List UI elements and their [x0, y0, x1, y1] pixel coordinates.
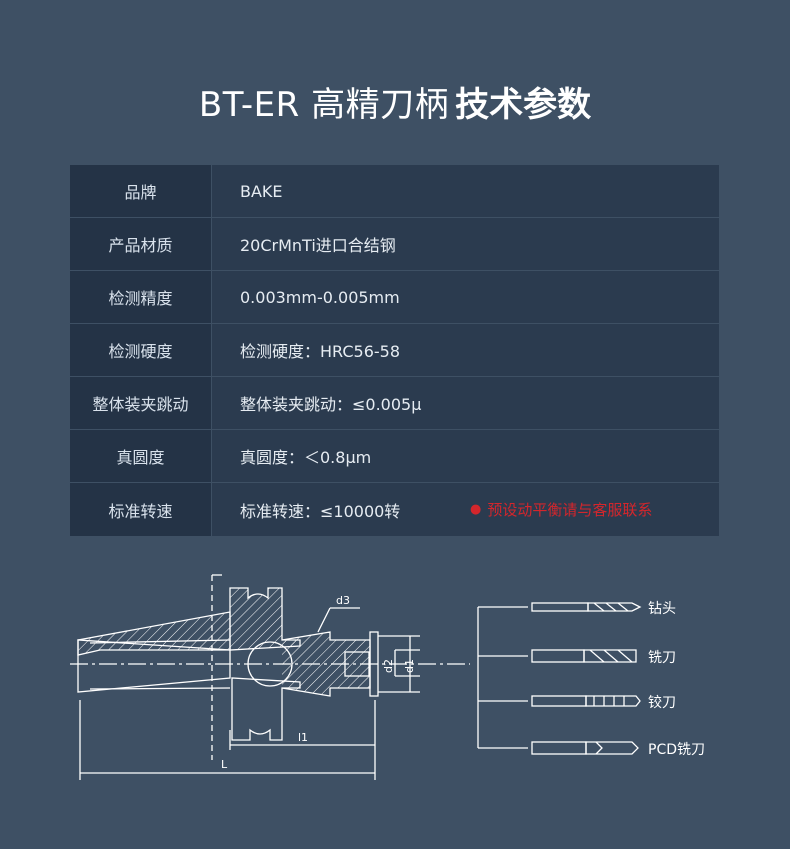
spec-label: 产品材质 — [70, 218, 212, 270]
dim-d1: d1 — [403, 659, 416, 673]
spec-value: 真圆度：＜0.8µm — [212, 430, 719, 482]
title-product: BT-ER 高精刀柄 — [198, 85, 450, 125]
bullet-icon: ● — [470, 502, 482, 517]
taper-hatch — [77, 611, 231, 656]
tool-label-reamer: 铰刀 — [648, 695, 676, 711]
dim-l1: l1 — [298, 731, 308, 744]
spec-value: 0.003mm-0.005mm — [212, 271, 719, 323]
spec-label: 品牌 — [70, 165, 212, 217]
spec-value: 整体装夹跳动：≤0.005µ — [212, 377, 719, 429]
spec-label: 整体装夹跳动 — [70, 377, 212, 429]
tool-label-pcd-mill: PCD铣刀 — [648, 742, 705, 758]
dim-L: L — [221, 758, 228, 771]
reamer-icon — [531, 695, 641, 707]
spec-row-runout: 整体装夹跳动 整体装夹跳动：≤0.005µ — [70, 377, 719, 430]
spec-row-roundness: 真圆度 真圆度：＜0.8µm — [70, 430, 719, 483]
page-title: BT-ER 高精刀柄技术参数 — [0, 82, 790, 128]
end-mill-icon — [531, 649, 637, 663]
pcd-mill-icon — [531, 741, 639, 755]
tool-holder-diagram: d3 d2 d1 l1 L 钻头 铣刀 铰刀 PCD铣刀 — [0, 570, 790, 800]
spec-row-material: 产品材质 20CrMnTi进口合结钢 — [70, 218, 719, 271]
tool-label-end-mill: 铣刀 — [648, 650, 676, 666]
balance-note: ● 预设动平衡请与客服联系 — [470, 483, 652, 536]
spec-value: BAKE — [212, 165, 719, 217]
balance-note-text: 预设动平衡请与客服联系 — [487, 501, 653, 519]
spec-label: 检测精度 — [70, 271, 212, 323]
spec-value: 检测硬度：HRC56-58 — [212, 324, 719, 376]
spec-value: 20CrMnTi进口合结钢 — [212, 218, 719, 270]
spec-label: 真圆度 — [70, 430, 212, 482]
spec-label: 检测硬度 — [70, 324, 212, 376]
spec-row-brand: 品牌 BAKE — [70, 165, 719, 218]
tool-label-drill: 钻头 — [648, 601, 676, 617]
title-section: 技术参数 — [455, 85, 592, 125]
spec-row-speed: 标准转速 标准转速：≤10000转 ● 预设动平衡请与客服联系 — [70, 483, 719, 536]
tool-holder-drawing: d3 d2 d1 l1 L — [70, 574, 642, 780]
spec-label: 标准转速 — [70, 483, 212, 536]
spec-value-text: 标准转速：≤10000转 — [240, 501, 401, 521]
dim-d2: d2 — [382, 659, 395, 673]
spec-row-hardness: 检测硬度 检测硬度：HRC56-58 — [70, 324, 719, 377]
spec-value: 标准转速：≤10000转 ● 预设动平衡请与客服联系 — [212, 483, 719, 536]
spec-table: 品牌 BAKE 产品材质 20CrMnTi进口合结钢 检测精度 0.003mm-… — [70, 165, 719, 536]
drill-bit-icon — [531, 602, 642, 612]
spec-row-precision: 检测精度 0.003mm-0.005mm — [70, 271, 719, 324]
dim-d3: d3 — [336, 594, 350, 607]
